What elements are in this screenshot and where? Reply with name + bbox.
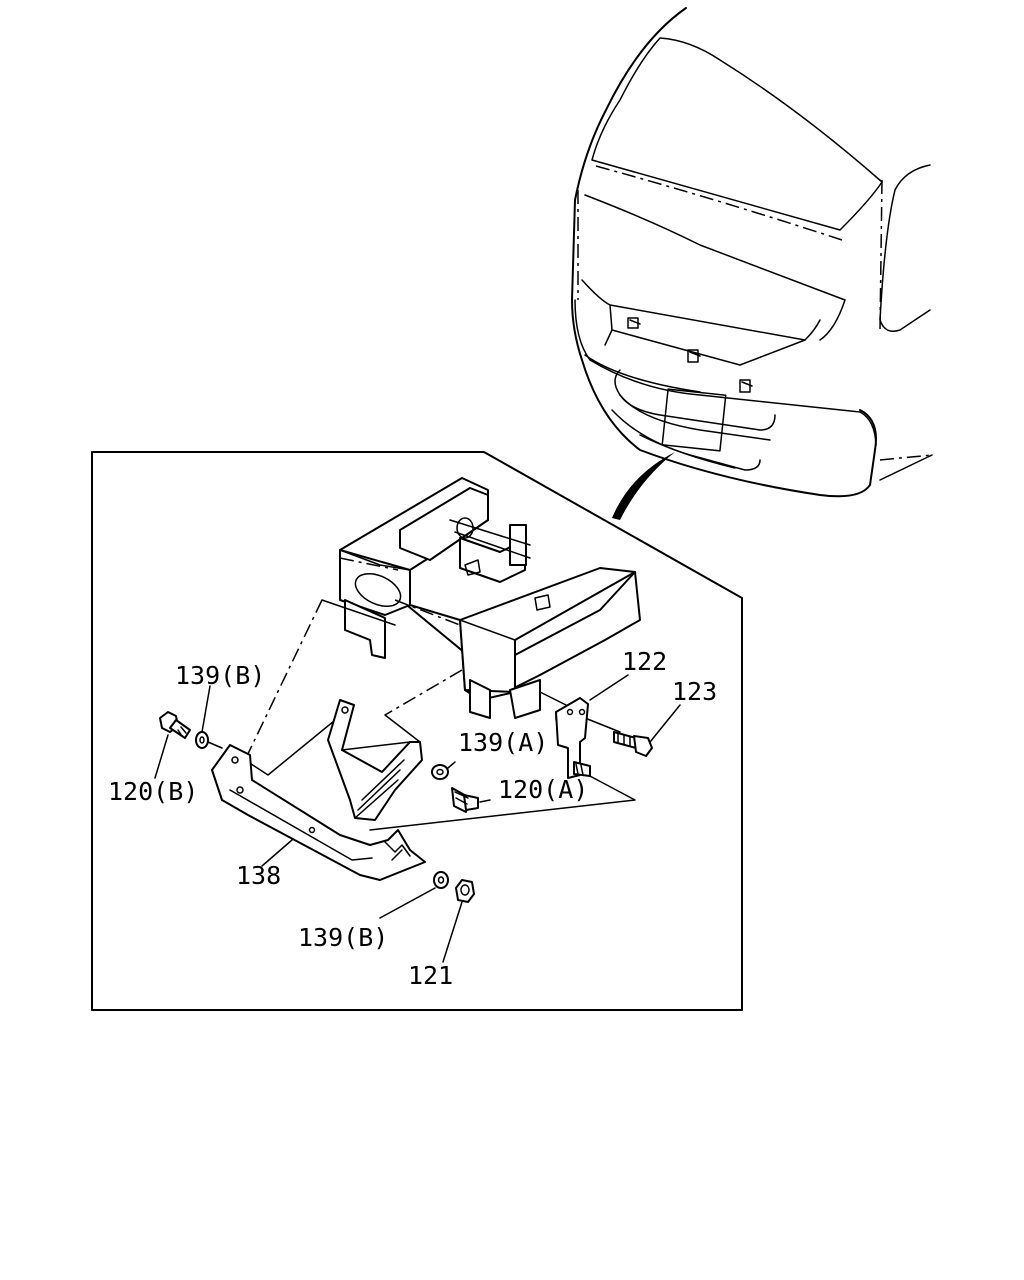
bolt-123 (613, 731, 653, 757)
fasteners (159, 711, 653, 903)
label-120a: 120(A) (498, 775, 588, 804)
label-122: 122 (622, 647, 667, 676)
washer-139a (431, 764, 449, 780)
bolt-120a (451, 787, 479, 813)
label-139b-top: 139(B) (175, 661, 265, 690)
leader-lines (244, 599, 636, 831)
bracket-122 (555, 697, 589, 779)
detail-frame (91, 451, 743, 1011)
nut-121 (455, 879, 475, 903)
tow-bracket-assembly (339, 477, 641, 719)
callout-labels: 139(B) 120(B) 139(A) 120(A) 122 123 138 … (108, 647, 717, 990)
skid-plate-138 (211, 699, 426, 881)
label-139b-bottom: 139(B) (298, 923, 388, 952)
label-139a: 139(A) (458, 728, 548, 757)
label-138: 138 (236, 861, 281, 890)
truck-front-illustration (571, 7, 933, 520)
washer-139b-bottom (433, 871, 449, 889)
washer-139b-top (195, 731, 209, 749)
bolt-120b (159, 711, 191, 739)
label-121: 121 (408, 961, 453, 990)
label-123: 123 (672, 677, 717, 706)
callout-leaders (154, 674, 681, 963)
label-120b: 120(B) (108, 777, 198, 806)
